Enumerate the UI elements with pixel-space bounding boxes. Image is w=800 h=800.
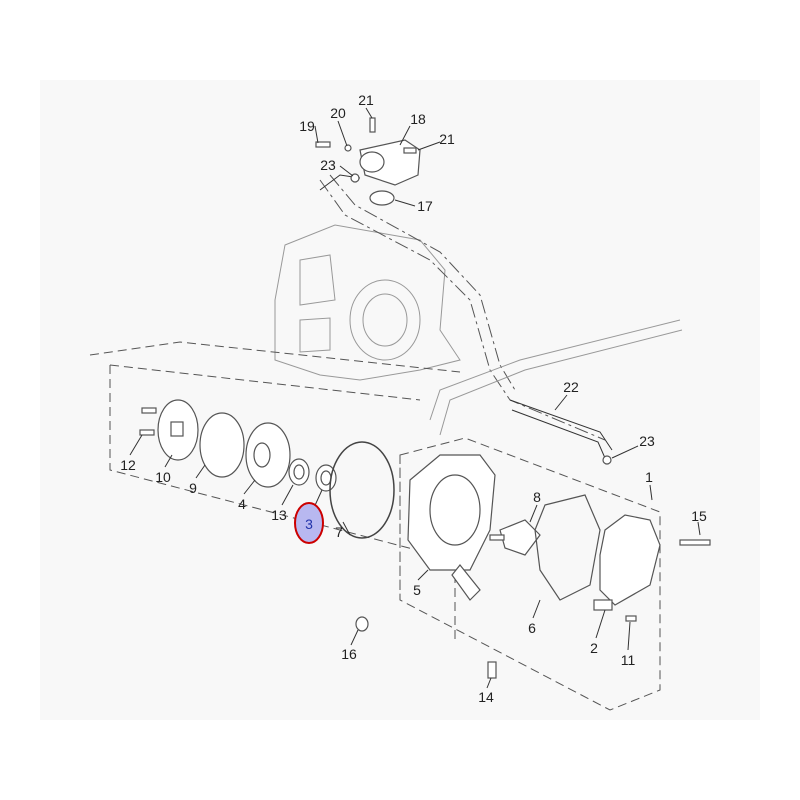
label-8[interactable]: 8: [533, 489, 541, 505]
part-2-cover: [599, 514, 661, 606]
label-22[interactable]: 22: [563, 379, 579, 395]
label-19[interactable]: 19: [299, 118, 315, 134]
label-18[interactable]: 18: [410, 111, 426, 127]
label-13[interactable]: 13: [271, 507, 287, 523]
label-23[interactable]: 23: [320, 157, 336, 173]
label-6[interactable]: 6: [528, 620, 536, 636]
assembly-outline-left: [89, 341, 461, 561]
label-17[interactable]: 17: [417, 198, 433, 214]
label-9[interactable]: 9: [189, 480, 197, 496]
label-5[interactable]: 5: [413, 582, 421, 598]
highlight-part-3[interactable]: [294, 502, 324, 544]
label-20[interactable]: 20: [330, 105, 346, 121]
label-12[interactable]: 12: [120, 457, 136, 473]
label-2[interactable]: 2: [590, 640, 598, 656]
engine-outline: [274, 224, 461, 381]
assembly-outline-right: [399, 437, 661, 711]
label-7[interactable]: 7: [335, 524, 343, 540]
part-8-impeller: [499, 519, 541, 556]
pump-cover-parts: [139, 399, 395, 539]
thermostat-housing: [315, 117, 421, 206]
label-15[interactable]: 15: [691, 508, 707, 524]
part-16-clip: [355, 616, 369, 632]
part-7-oring: [329, 441, 395, 539]
label-3[interactable]: 3: [305, 516, 313, 532]
label-1[interactable]: 1: [645, 469, 653, 485]
hose-22: [509, 399, 613, 459]
label-10[interactable]: 10: [155, 469, 171, 485]
leader-lines: [129, 107, 701, 689]
label-4[interactable]: 4: [238, 496, 246, 512]
label-21[interactable]: 21: [358, 92, 374, 108]
label-21b[interactable]: 21: [439, 131, 455, 147]
diagram-background: [40, 80, 760, 720]
label-23b[interactable]: 23: [639, 433, 655, 449]
part-6-gasket: [534, 494, 601, 601]
label-14[interactable]: 14: [478, 689, 494, 705]
part-labels: 21 20 19 18 21 23 17 22 23 1 12 10 9 4 1…: [120, 92, 707, 705]
pump-body: [355, 454, 711, 679]
label-16[interactable]: 16: [341, 646, 357, 662]
label-11[interactable]: 11: [621, 652, 636, 668]
part-9: [199, 412, 245, 478]
